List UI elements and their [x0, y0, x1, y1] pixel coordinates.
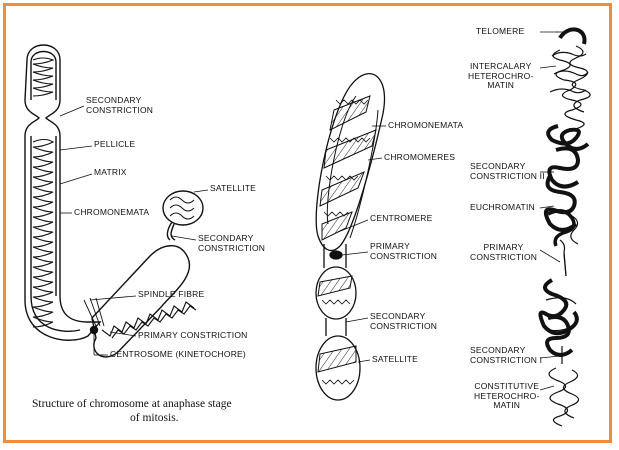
label-satellite-middle: SATELLITE [372, 354, 419, 364]
label-secondary-constriction-upper: SECONDARY CONSTRICTION [86, 95, 154, 115]
label-constitutive-heterochromatin: CONSTITUTIVE HETEROCHRO- MATIN [474, 381, 540, 410]
right-chromosome [538, 27, 591, 427]
label-chromonemata-left: CHROMONEMATA [74, 207, 150, 217]
label-chromonemata-middle: CHROMONEMATA [388, 120, 464, 130]
label-spindle-fibre: SPINDLE FIBRE [138, 289, 205, 299]
middle-chromosome [315, 73, 386, 401]
caption-line-2: of mitosis. [130, 412, 179, 424]
label-centrosome: CENTROSOME (KINETOCHORE) [110, 349, 246, 359]
label-matrix: MATRIX [94, 167, 127, 177]
caption-line-1: Structure of chromosome at anaphase stag… [32, 398, 232, 410]
label-intercalary-heterochromatin: INTERCALARY HETEROCHRO- MATIN [468, 61, 534, 90]
label-euchromatin: EUCHROMATIN [470, 202, 535, 212]
label-centromere: CENTROMERE [370, 213, 433, 223]
left-chromosome [24, 44, 209, 358]
label-chromomeres: CHROMOMERES [384, 152, 456, 162]
label-pellicle: PELLICLE [94, 139, 136, 149]
label-primary-constriction-right: PRIMARY CONSTRICTION [470, 242, 538, 262]
label-satellite-left: SATELLITE [210, 183, 257, 193]
label-primary-constriction-left: PRIMARY CONSTRICTION [138, 330, 248, 340]
label-secondary-constriction-middle: SECONDARY CONSTRICTION [370, 311, 438, 331]
label-telomere: TELOMERE [476, 26, 525, 36]
label-secondary-constriction-ii: SECONDARY CONSTRICTION II [470, 161, 545, 181]
label-secondary-constriction-lower: SECONDARY CONSTRICTION [198, 233, 266, 253]
label-secondary-constriction-i: SECONDARY CONSTRICTION I [470, 345, 543, 365]
image-frame [3, 3, 612, 443]
label-primary-constriction-middle: PRIMARY CONSTRICTION [370, 241, 438, 261]
